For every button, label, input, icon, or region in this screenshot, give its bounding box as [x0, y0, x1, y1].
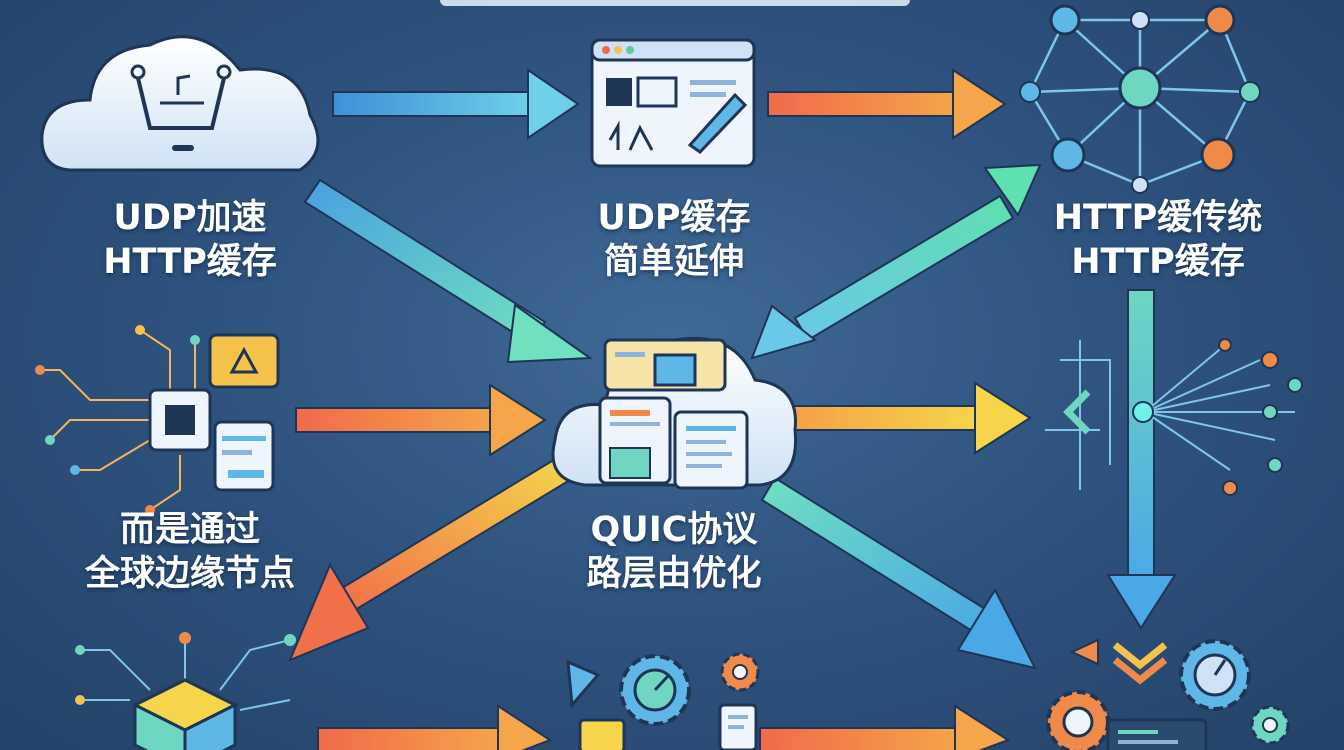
- label-line: 全球边缘节点: [84, 554, 295, 594]
- gear-document-icon: [566, 652, 760, 750]
- label-http-traditional: HTTP缓传统 HTTP缓存: [988, 196, 1328, 284]
- arrow-quic-to-edge-cube: [288, 456, 572, 662]
- cloud-cart-icon: [40, 35, 320, 172]
- label-line: UDP加速: [113, 198, 267, 238]
- arrow-global-edge-to-quic: [295, 383, 547, 457]
- circuit-chip-icon: [35, 325, 280, 515]
- arrow-quic-to-routing-hub: [789, 381, 1032, 455]
- network-mesh-icon: [1019, 4, 1261, 194]
- label-udp-cache: UDP缓存 简单延伸: [504, 196, 844, 284]
- arrow-http-traditional-down: [1106, 289, 1177, 630]
- title-fragment: [440, 0, 910, 6]
- label-line: UDP缓存: [597, 198, 751, 238]
- arrow-udp-acceleration-to-quic: [303, 178, 593, 364]
- arrow-gears-to-gear-monitor: [759, 704, 1011, 750]
- gear-monitor-icon: [1046, 638, 1290, 750]
- cube-network-icon: [75, 632, 296, 750]
- arrow-udp-acceleration-to-udp-cache: [332, 68, 580, 140]
- label-quic-protocol: QUIC协议 路层由优化: [504, 508, 844, 596]
- label-line: HTTP缓传统: [1053, 198, 1263, 238]
- label-line: 路层由优化: [586, 554, 762, 594]
- label-line: HTTP缓存: [103, 242, 277, 282]
- label-line: HTTP缓存: [1071, 242, 1245, 282]
- label-udp-acceleration: UDP加速 HTTP缓存: [20, 196, 360, 284]
- browser-editor-icon: [590, 38, 756, 168]
- label-line: 而是通过: [119, 510, 260, 550]
- arrow-quic-to-gear-monitor: [760, 476, 1037, 670]
- cloud-windows-icon: [551, 336, 798, 490]
- signal-hub-icon: [1045, 338, 1303, 496]
- label-global-edge: 而是通过 全球边缘节点: [20, 508, 360, 596]
- arrow-edge-cube-to-gears: [317, 704, 553, 750]
- arrow-quic-http-bidirectional: [750, 163, 1042, 360]
- label-line: 简单延伸: [603, 242, 744, 282]
- arrow-udp-cache-to-http-traditional: [767, 68, 1007, 140]
- label-line: QUIC协议: [590, 510, 758, 550]
